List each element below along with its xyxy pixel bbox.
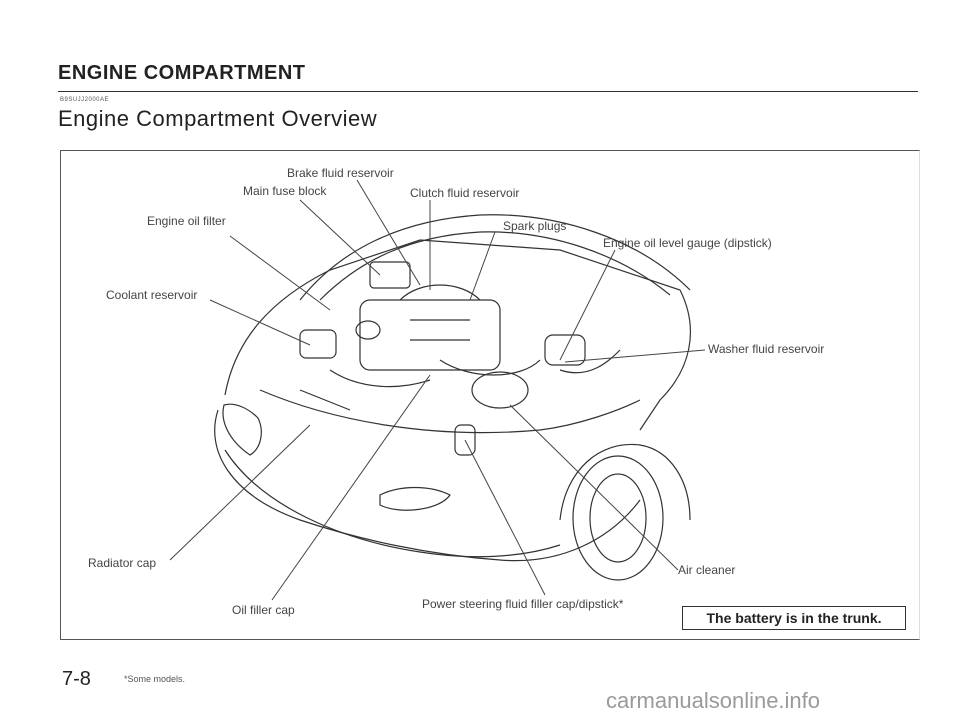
- label-clutch-fluid-reservoir: Clutch fluid reservoir: [410, 186, 520, 200]
- leader-brake-fluid: [356, 179, 421, 286]
- open-hood: [299, 214, 691, 301]
- label-brake-fluid-reservoir: Brake fluid reservoir: [287, 166, 394, 180]
- leader-radiator-cap: [169, 424, 311, 561]
- label-engine-oil-filter: Engine oil filter: [147, 214, 226, 228]
- fender: [559, 443, 691, 521]
- leader-spark-plugs: [469, 231, 496, 301]
- air-cleaner-shape: [471, 371, 529, 409]
- intake-manifold: [399, 284, 481, 341]
- power-steering-reservoir-shape: [454, 424, 476, 456]
- figure-frame: [60, 150, 920, 640]
- footnote: *Some models.: [124, 674, 186, 684]
- leader-washer: [564, 349, 706, 363]
- leader-power-steering: [464, 439, 546, 596]
- car-body-outline: [224, 239, 691, 431]
- washer-reservoir-shape: [544, 334, 586, 366]
- leader-oil-filter: [229, 235, 331, 311]
- battery-callout-box: The battery is in the trunk.: [682, 606, 906, 630]
- leader-oil-filler: [271, 374, 431, 601]
- label-main-fuse-block: Main fuse block: [243, 184, 327, 198]
- label-spark-plugs: Spark plugs: [503, 219, 567, 233]
- label-radiator-cap: Radiator cap: [88, 556, 157, 570]
- section-title: ENGINE COMPARTMENT: [58, 62, 306, 84]
- label-air-cleaner: Air cleaner: [678, 563, 736, 577]
- label-oil-filler-cap: Oil filler cap: [232, 603, 295, 617]
- label-washer-fluid-reservoir: Washer fluid reservoir: [708, 342, 825, 356]
- leader-air-cleaner: [509, 404, 679, 571]
- label-engine-oil-level-gauge: Engine oil level gauge (dipstick): [603, 236, 772, 250]
- engine-block: [359, 299, 501, 371]
- engine-hoses: [299, 349, 621, 411]
- front-wheel: [572, 455, 664, 581]
- page-number: 7-8: [62, 668, 91, 690]
- engine-bay-edge: [259, 389, 641, 434]
- watermark: carmanualsonline.info: [606, 688, 821, 713]
- radiator-cap-shape: [355, 320, 381, 340]
- leader-dipstick: [559, 249, 616, 361]
- label-power-steering-filler: Power steering fluid filler cap/dipstick…: [422, 597, 624, 611]
- front-wheel-rim: [589, 473, 647, 563]
- main-fuse-block-shape: [369, 261, 411, 289]
- headlight: [222, 403, 262, 456]
- leader-lines: [169, 179, 706, 601]
- leader-main-fuse: [299, 199, 381, 276]
- coolant-reservoir-shape: [299, 329, 337, 359]
- fog-light: [379, 486, 451, 511]
- front-bumper-lower: [224, 449, 561, 558]
- front-bumper: [214, 409, 641, 562]
- header-rule: [58, 91, 918, 92]
- label-coolant-reservoir: Coolant reservoir: [106, 288, 198, 302]
- page-heading: Engine Compartment Overview: [58, 106, 378, 131]
- reference-code: B9SUJJ2000AE: [60, 97, 110, 103]
- leader-coolant: [209, 299, 311, 346]
- hood-inner: [319, 231, 671, 301]
